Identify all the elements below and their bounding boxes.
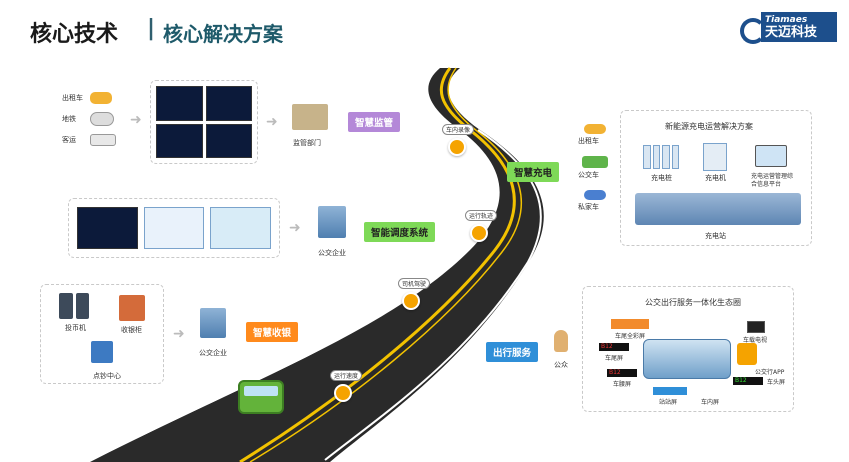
car-icon	[584, 190, 606, 200]
travel-ecosystem-box: 公交出行服务一体化生态圈 车尾全彩屏 B12 车尾屏 B12 车腰屏 站站屏 车…	[582, 286, 794, 412]
public-user-label: 公众	[554, 361, 568, 369]
vehicle-list: 出租车 公交车 私家车	[578, 124, 608, 212]
station-screen-label: 站站屏	[659, 399, 678, 406]
station-screen-icon	[653, 387, 687, 395]
tag-charging: 智慧充电	[507, 162, 560, 182]
taxi-icon	[90, 92, 112, 104]
platform-monitor-icon	[755, 145, 787, 167]
counting-center-icon	[91, 341, 113, 363]
page-title: 核心技术	[30, 22, 119, 47]
coin-machine-icon	[59, 293, 89, 319]
source-taxi-label: 出租车	[62, 94, 83, 102]
arrow-right-icon: ➜	[289, 220, 301, 236]
pin-driving-label: 司机驾驶	[398, 278, 431, 289]
road-edge-left	[94, 129, 499, 459]
bus-company-label-2: 公交企业	[199, 349, 227, 357]
coin-machine-label: 投币机	[65, 324, 86, 332]
logo-en: Tiamaes	[765, 14, 808, 25]
tag-dispatch: 智能调度系统	[364, 222, 436, 242]
counting-center-label: 点钞中心	[93, 372, 121, 380]
video-pin-icon	[448, 138, 466, 156]
charging-station-image	[635, 193, 801, 225]
tag-cashier: 智慧收银	[246, 322, 299, 342]
dispatch-screen-1	[77, 207, 138, 249]
arrow-right-icon: ➜	[173, 326, 185, 342]
screen-thumb-3	[156, 123, 203, 158]
charging-pile-label: 充电桩	[651, 174, 672, 182]
rear-color-screen-icon	[611, 319, 649, 329]
front-screen-icon: B12	[733, 377, 763, 385]
app-phone-icon	[737, 343, 757, 365]
ecosystem-title: 公交出行服务一体化生态圈	[645, 298, 741, 307]
app-label: 公交行APP	[755, 369, 785, 376]
arrow-right-icon: ➜	[266, 114, 278, 130]
charging-station-label: 充电站	[705, 232, 726, 240]
source-coach-label: 客运	[62, 136, 76, 144]
coach-icon	[90, 134, 116, 146]
vehicle-taxi-label: 出租车	[578, 137, 599, 145]
front-screen-label: 车头屏	[767, 379, 786, 386]
screen-thumb-4	[205, 123, 252, 158]
rear-color-screen-label: 车尾全彩屏	[615, 333, 646, 340]
bus-icon	[582, 156, 608, 168]
logo-mark-icon	[737, 12, 766, 44]
monitor-screens-top	[150, 80, 258, 164]
track-pin-icon	[470, 224, 488, 242]
logo-cn: 天迈科技	[765, 24, 818, 40]
rear-screen-icon: B12	[599, 343, 629, 351]
charging-solution-box: 新能源充电运营解决方案 充电桩 充电机 充电运营管理综合信息平台 充电站	[620, 110, 812, 246]
onboard-tv-icon	[747, 321, 765, 333]
company-logo: Tiamaes 天迈科技	[737, 12, 837, 44]
public-user-icon	[554, 330, 568, 352]
road-surface	[90, 68, 544, 462]
charging-pile-icon	[643, 145, 679, 169]
vehicle-bus-label: 公交车	[578, 171, 599, 179]
tag-supervision: 智慧监管	[348, 112, 401, 132]
bus-ecosystem-image	[643, 339, 731, 379]
cashier-devices-box: 投币机 收银柜 点钞中心	[40, 284, 164, 384]
rear-screen-label: 车尾屏	[605, 355, 624, 362]
bus-company-building-icon-2	[200, 308, 226, 338]
title-separator: |	[147, 16, 156, 41]
source-list-top: 出租车 地铁 客运	[62, 92, 116, 146]
road-center-line-2	[249, 67, 523, 462]
supervision-dept-label: 监管部门	[293, 139, 321, 147]
metro-icon	[90, 112, 114, 126]
page-subtitle: 核心解决方案	[163, 22, 283, 46]
pin-speed-label: 运行速度	[330, 370, 363, 381]
dispatch-screen-3	[210, 207, 272, 249]
screen-thumb-2	[205, 86, 252, 121]
speed-pin-icon	[334, 384, 352, 402]
tag-travel: 出行服务	[486, 342, 539, 362]
taxi-icon	[584, 124, 606, 134]
charger-icon	[703, 143, 727, 171]
charging-solution-title: 新能源充电运营解决方案	[665, 122, 753, 131]
dispatch-screens	[68, 198, 280, 258]
charger-label: 充电机	[705, 174, 726, 182]
waist-screen-icon: B12	[607, 369, 637, 377]
onboard-tv-label: 车载电视	[743, 337, 768, 344]
vehicle-car-label: 私家车	[578, 203, 599, 211]
pin-video-label: 车内录像	[442, 124, 475, 135]
source-metro-label: 地铁	[62, 115, 76, 123]
platform-label: 充电运营管理综合信息平台	[751, 173, 794, 188]
screen-thumb-1	[156, 86, 203, 121]
bus-icon	[238, 380, 284, 414]
waist-screen-label: 车腰屏	[613, 381, 632, 388]
bus-company-building-icon	[318, 206, 346, 238]
bus-company-label: 公交企业	[318, 249, 346, 257]
cashier-cabinet-icon	[119, 295, 145, 321]
arrow-right-icon: ➜	[130, 112, 142, 128]
inner-screen-label: 车内屏	[701, 399, 720, 406]
pin-track-label: 运行轨迹	[465, 210, 498, 221]
driving-pin-icon	[402, 292, 420, 310]
government-building-icon	[292, 104, 328, 130]
cashier-cabinet-label: 收银柜	[121, 326, 142, 334]
dispatch-screen-2	[143, 207, 205, 249]
